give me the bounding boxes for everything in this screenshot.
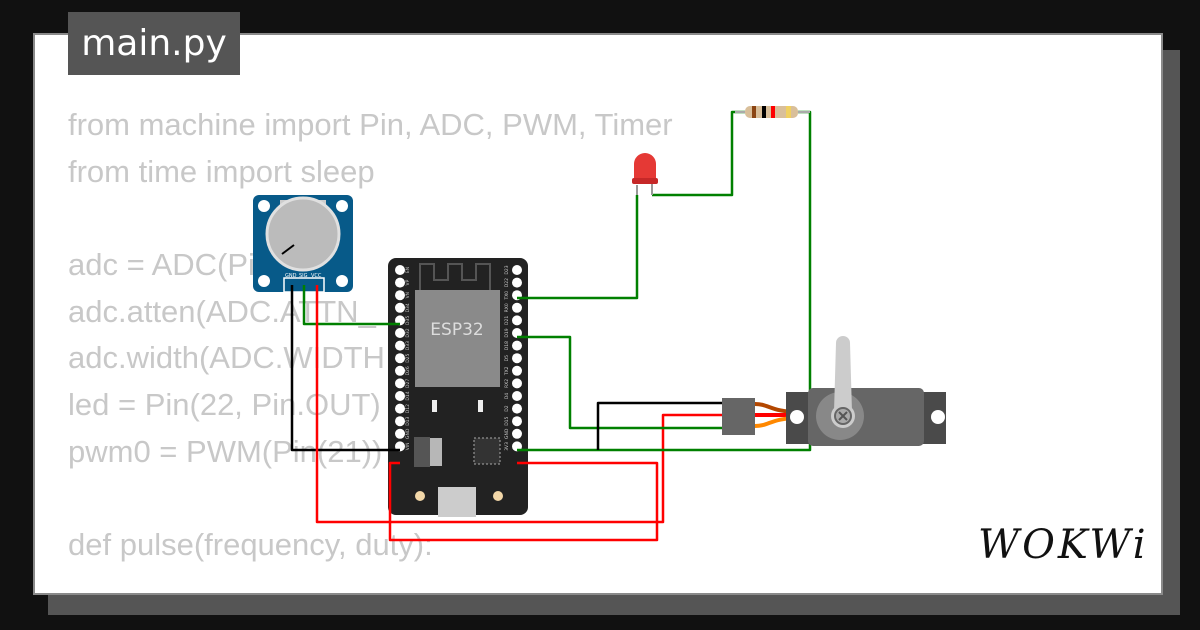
pin-d25[interactable] xyxy=(395,353,405,364)
pin-label: EN xyxy=(405,267,411,273)
code-line: def pulse(frequency, duty): xyxy=(68,527,433,563)
pin-d33[interactable] xyxy=(395,340,405,351)
pin-label: D12 xyxy=(405,404,411,413)
chip-label: ESP32 xyxy=(430,320,483,340)
pin-en[interactable] xyxy=(395,265,405,275)
wire-led-resistor xyxy=(652,110,745,197)
code-line: adc.width(ADC.WIDTH xyxy=(68,340,385,376)
pin-rx0[interactable] xyxy=(512,302,522,313)
esp32-board[interactable]: ESP32 ENVPVND34D35D32D33D25D26D27D14D12D… xyxy=(388,258,528,517)
wire-led xyxy=(517,195,639,300)
code-background: from machine import Pin, ADC, PWM, Timer… xyxy=(68,102,673,569)
pin-gnd[interactable] xyxy=(395,428,405,439)
pin-d14[interactable] xyxy=(395,391,405,401)
pin-label: D27 xyxy=(405,379,411,388)
pin-label: D26 xyxy=(405,366,411,375)
pin-d12[interactable] xyxy=(395,403,405,414)
pin-label: GND xyxy=(405,428,411,439)
pin-label: VN xyxy=(405,292,411,298)
pot-pin-vcc: VCC xyxy=(311,273,322,279)
resistor[interactable] xyxy=(735,106,810,118)
pin-label: D18 xyxy=(504,341,510,350)
pin-d34[interactable] xyxy=(395,302,405,313)
wire-servo-gnd xyxy=(596,401,722,450)
led-red[interactable] xyxy=(632,153,658,195)
wokwi-logo: WOKWi xyxy=(978,522,1149,568)
pot-pin-gnd: GND xyxy=(285,273,297,279)
pin-d4[interactable] xyxy=(512,391,522,401)
servo[interactable] xyxy=(722,336,946,446)
pin-label: D23 xyxy=(504,265,510,274)
pin-label: D35 xyxy=(405,316,411,325)
pin-rx2[interactable] xyxy=(512,378,522,389)
pin-d32[interactable] xyxy=(395,328,405,338)
pin-d18[interactable] xyxy=(512,340,522,351)
pin-label: RX0 xyxy=(504,303,510,312)
pin-label: TX0 xyxy=(504,291,510,301)
pin-label: RX2 xyxy=(504,379,510,388)
wire-pot-sig xyxy=(302,285,400,326)
wire-pot-gnd xyxy=(290,285,400,452)
pin-label: D2 xyxy=(504,405,510,411)
pin-label: D25 xyxy=(405,353,411,362)
pin-label: D32 xyxy=(405,328,411,337)
file-tab: main.py xyxy=(68,12,240,75)
code-line: from time import sleep xyxy=(68,153,375,189)
wire-servo-signal xyxy=(517,335,722,430)
wire-resistor-gnd xyxy=(517,110,812,452)
code-line: pwm0 = PWM(Pin(21)) xyxy=(68,433,383,469)
pin-label: D13 xyxy=(405,416,411,425)
pin-tx2[interactable] xyxy=(512,365,522,376)
code-line: from machine import Pin, ADC, PWM, Timer xyxy=(68,107,673,142)
wire-pot-vcc xyxy=(315,285,722,524)
pin-label: D33 xyxy=(405,341,411,350)
pin-d19[interactable] xyxy=(512,328,522,338)
pin-label: VP xyxy=(405,279,411,285)
pin-d13[interactable] xyxy=(395,416,405,427)
pin-gnd[interactable] xyxy=(512,428,522,439)
pin-vp[interactable] xyxy=(395,277,405,288)
pin-label: D34 xyxy=(405,303,411,312)
pin-label: GND xyxy=(504,428,510,439)
pin-label: D21 xyxy=(504,316,510,325)
pin-label: D19 xyxy=(504,328,510,337)
pin-d23[interactable] xyxy=(512,265,522,275)
pin-label: 3V3 xyxy=(504,442,510,451)
pin-label: D22 xyxy=(504,278,510,287)
pin-d5[interactable] xyxy=(512,353,522,364)
pin-vn[interactable] xyxy=(395,290,405,301)
potentiometer[interactable]: GND SIG VCC xyxy=(253,195,353,293)
pin-label: D15 xyxy=(504,416,510,425)
wire-vin xyxy=(388,461,659,542)
preview-card xyxy=(33,33,1163,595)
pin-d22[interactable] xyxy=(512,277,522,288)
pin-label: D14 xyxy=(405,391,411,400)
pin-label: D4 xyxy=(504,393,510,399)
pin-d21[interactable] xyxy=(512,315,522,326)
pin-label: D5 xyxy=(504,355,510,361)
code-line: adc = ADC(Pi xyxy=(68,247,255,283)
pin-d2[interactable] xyxy=(512,403,522,414)
pin-label: TX2 xyxy=(504,366,510,376)
pin-d27[interactable] xyxy=(395,378,405,389)
pin-label: VIN xyxy=(405,443,411,451)
pin-d26[interactable] xyxy=(395,365,405,376)
pot-pin-sig: SIG xyxy=(299,273,308,279)
pin-d15[interactable] xyxy=(512,416,522,427)
